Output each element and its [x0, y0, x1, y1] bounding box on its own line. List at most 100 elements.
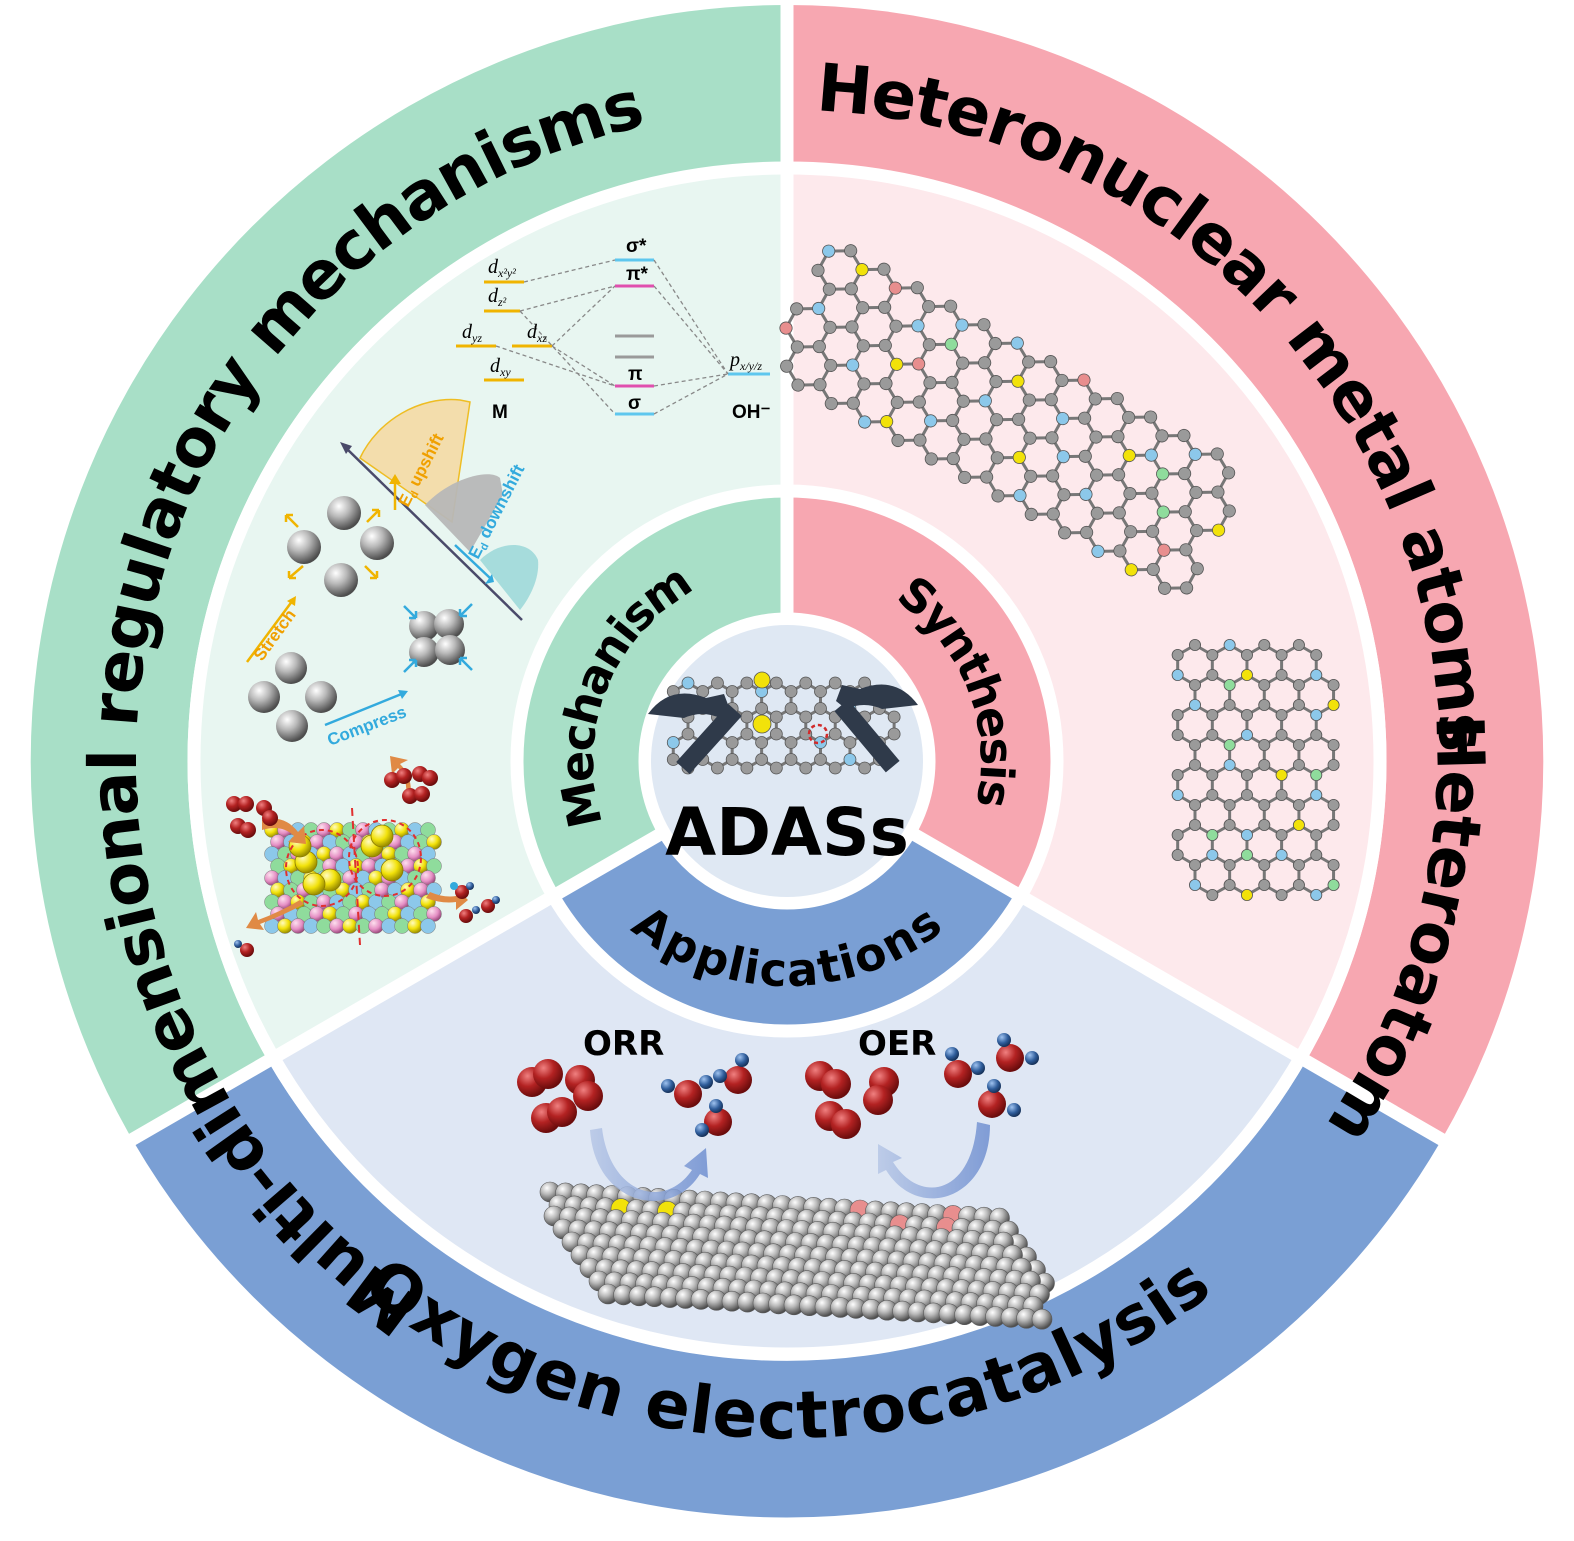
carbon-atom	[1024, 469, 1038, 483]
carbon-atom	[991, 489, 1005, 503]
carbon-atom	[790, 340, 804, 354]
carbon-atom	[858, 761, 872, 775]
nitrogen-atom	[812, 301, 826, 316]
carbon-atom	[814, 685, 827, 698]
carbon-atom	[1327, 799, 1340, 812]
carbon-atom	[1171, 769, 1184, 782]
oxygen-atom	[978, 1090, 1006, 1118]
carbon-atom	[1275, 709, 1288, 722]
orbital-label-dxy: dxy	[490, 355, 511, 379]
carbon-atom	[740, 710, 754, 724]
nitrogen-atom	[1056, 411, 1070, 426]
nitrogen-atom	[822, 244, 836, 258]
orbital-label-dxz: dxz	[527, 321, 547, 345]
carbon-atom	[1223, 879, 1236, 892]
carbon-atom	[1206, 669, 1219, 682]
core-graphic: ADASs	[648, 671, 918, 871]
carbon-atom	[1044, 355, 1058, 369]
nitrogen-atom	[666, 736, 680, 749]
carbon-atom	[814, 702, 827, 715]
carbon-atom	[1171, 729, 1184, 742]
oxygen-atom	[996, 1044, 1024, 1072]
vacancy-marker	[807, 723, 829, 745]
carbon-atom	[1045, 431, 1059, 445]
carbon-atom	[956, 394, 970, 408]
carbon-atom	[1327, 859, 1340, 872]
carbon-atom	[922, 338, 936, 352]
hydrogen-atom	[971, 1061, 985, 1075]
nitrogen-atom	[1056, 450, 1070, 464]
carbon-atom	[828, 727, 842, 741]
carbon-atom	[1189, 859, 1202, 872]
carbon-atom	[681, 727, 695, 741]
nitrogen-atom	[858, 415, 872, 429]
carbon-atom	[1171, 829, 1184, 842]
carbon-atom	[1206, 709, 1219, 722]
carbon-atom	[799, 676, 813, 690]
carbon-atom	[1206, 769, 1219, 782]
active-region-right	[348, 819, 422, 897]
caption-hydroxide: OH⁻	[732, 402, 771, 423]
metal-atom-yellow	[1124, 563, 1138, 577]
carbon-atom	[824, 396, 838, 411]
carbon-atom	[1189, 799, 1202, 812]
strain-spheres: Stretch Compress	[245, 496, 473, 750]
carbon-atom	[1177, 428, 1191, 443]
carbon-atom	[780, 359, 794, 373]
carbon-atom	[823, 320, 837, 334]
carbon-atom	[1310, 849, 1323, 862]
carbon-atom	[811, 263, 825, 277]
carbon-atom	[922, 300, 936, 314]
hammer-left-icon	[648, 693, 742, 775]
energy-axis	[344, 446, 523, 621]
hydrogen-atom	[735, 1053, 749, 1067]
carbon-atom	[1206, 789, 1219, 802]
nitrogen-atom	[1310, 709, 1323, 722]
carbon-atom	[1258, 819, 1271, 832]
carbon-atom	[887, 710, 901, 724]
carbon-atom	[1124, 525, 1138, 539]
oxygen-atom	[724, 1066, 752, 1094]
carbon-atom	[1023, 431, 1037, 445]
carbon-atom	[725, 736, 739, 749]
carbon-atom	[1171, 849, 1184, 862]
carbon-atom	[924, 452, 938, 466]
carbon-atom	[1171, 709, 1184, 722]
carbon-atom	[944, 299, 958, 313]
carbon-atom	[740, 761, 754, 775]
hydrogen-atom	[1025, 1051, 1039, 1065]
carbon-atom	[799, 710, 813, 724]
oxygen-atom	[573, 1081, 603, 1111]
carbon-atom	[887, 727, 901, 741]
carbon-atom	[1146, 562, 1160, 576]
carbon-atom	[1146, 524, 1160, 538]
separators	[110, 0, 1464, 1361]
compress-arrow-icon	[324, 691, 405, 727]
carbon-atom	[1058, 526, 1072, 540]
downshift-arrowhead-icon	[485, 574, 494, 584]
nitrogen-atom	[955, 318, 969, 332]
carbon-atom	[666, 753, 680, 766]
carbon-atom	[784, 702, 798, 715]
mo-label-pi-star: π*	[626, 264, 649, 285]
carbon-atom	[856, 339, 870, 353]
carbon-atom	[1327, 679, 1340, 692]
reaction-molecules	[517, 1033, 1039, 1139]
carbon-atom	[711, 676, 724, 690]
mo-label-sigma-star: σ*	[626, 236, 647, 257]
heteroatom-green	[944, 337, 958, 351]
carbon-atom	[1145, 486, 1159, 500]
carbon-atom	[1292, 859, 1305, 872]
metal-atom-yellow	[1012, 450, 1026, 464]
heteroatom-green	[1156, 505, 1170, 519]
nitrogen-atom	[1275, 849, 1288, 862]
metal-atom-pink	[779, 321, 793, 335]
oer-arrow-icon	[878, 1122, 990, 1199]
carbon-atom	[1223, 699, 1236, 712]
mo-label-sigma: σ	[628, 393, 641, 414]
hammer-right-icon	[834, 684, 918, 773]
metal-atom-pink	[1157, 543, 1171, 557]
carbon-atom	[1275, 829, 1288, 842]
stretch-arrowhead-icon	[287, 596, 296, 606]
orbital-label-dz2: dz²	[488, 285, 507, 309]
